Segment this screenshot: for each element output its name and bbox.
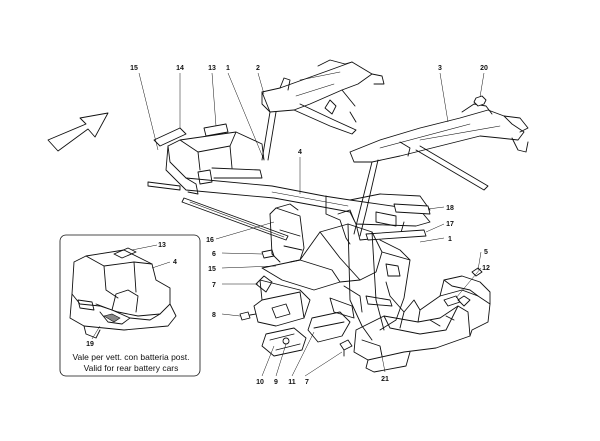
callout-1-lower: 1 bbox=[448, 236, 452, 243]
callout-18: 18 bbox=[446, 205, 454, 212]
part-7-bolt bbox=[339, 339, 353, 357]
part-4-frame-rail bbox=[165, 131, 431, 245]
part-18-trim bbox=[393, 203, 431, 215]
inset-callout-13: 13 bbox=[158, 242, 166, 249]
inset-caption-it: Vale per vett. con batteria post. bbox=[72, 352, 189, 362]
part-10-mount-plate bbox=[261, 327, 307, 357]
callout-15: 15 bbox=[130, 65, 138, 72]
callout-7-lower: 7 bbox=[305, 379, 309, 386]
callout-6: 6 bbox=[212, 251, 216, 258]
callout-20: 20 bbox=[480, 65, 488, 72]
callout-16: 16 bbox=[206, 237, 214, 244]
part-17-trim bbox=[365, 229, 427, 241]
callout-14: 14 bbox=[176, 65, 184, 72]
lower-subframe bbox=[253, 203, 411, 341]
callout-3: 3 bbox=[438, 65, 442, 72]
direction-arrow-icon bbox=[47, 112, 109, 152]
callout-21: 21 bbox=[381, 376, 389, 383]
part-2-upper-strut bbox=[261, 59, 385, 161]
callout-17: 17 bbox=[446, 221, 454, 228]
inset-caption-en: Valid for rear battery cars bbox=[84, 363, 179, 373]
callout-labels: 15 14 13 1 2 3 20 4 18 17 1 16 6 15 7 8 … bbox=[130, 65, 490, 386]
part-20-nut bbox=[473, 95, 487, 107]
part-6-bracket bbox=[261, 249, 275, 259]
part-3-rear-strut bbox=[349, 103, 529, 237]
inset-panel: 13 4 19 Vale per vett. con batteria post… bbox=[59, 234, 201, 377]
part-16-rod bbox=[181, 197, 289, 241]
callout-8: 8 bbox=[212, 312, 216, 319]
part-13-trim bbox=[203, 123, 229, 137]
part-5-bolt bbox=[471, 267, 483, 277]
callout-9: 9 bbox=[274, 379, 278, 386]
leader-lines bbox=[138, 72, 485, 377]
callout-12: 12 bbox=[482, 265, 490, 272]
part-11-mount-plate bbox=[307, 311, 351, 343]
callout-2: 2 bbox=[256, 65, 260, 72]
part-12-bolt bbox=[443, 295, 461, 307]
inset-callout-19: 19 bbox=[86, 341, 94, 348]
callout-5: 5 bbox=[484, 249, 488, 256]
callout-4: 4 bbox=[298, 149, 302, 156]
callout-11: 11 bbox=[288, 379, 296, 386]
callout-7: 7 bbox=[212, 282, 216, 289]
inset-callout-4: 4 bbox=[173, 259, 177, 266]
callout-1: 1 bbox=[226, 65, 230, 72]
callout-10: 10 bbox=[256, 379, 264, 386]
callout-13: 13 bbox=[208, 65, 216, 72]
part-15-long-strip bbox=[147, 181, 181, 191]
part-21-rear-bracket bbox=[353, 275, 491, 373]
part-14-trim bbox=[153, 127, 187, 147]
part-8-bolt bbox=[239, 311, 257, 321]
callout-15-lower: 15 bbox=[208, 266, 216, 273]
